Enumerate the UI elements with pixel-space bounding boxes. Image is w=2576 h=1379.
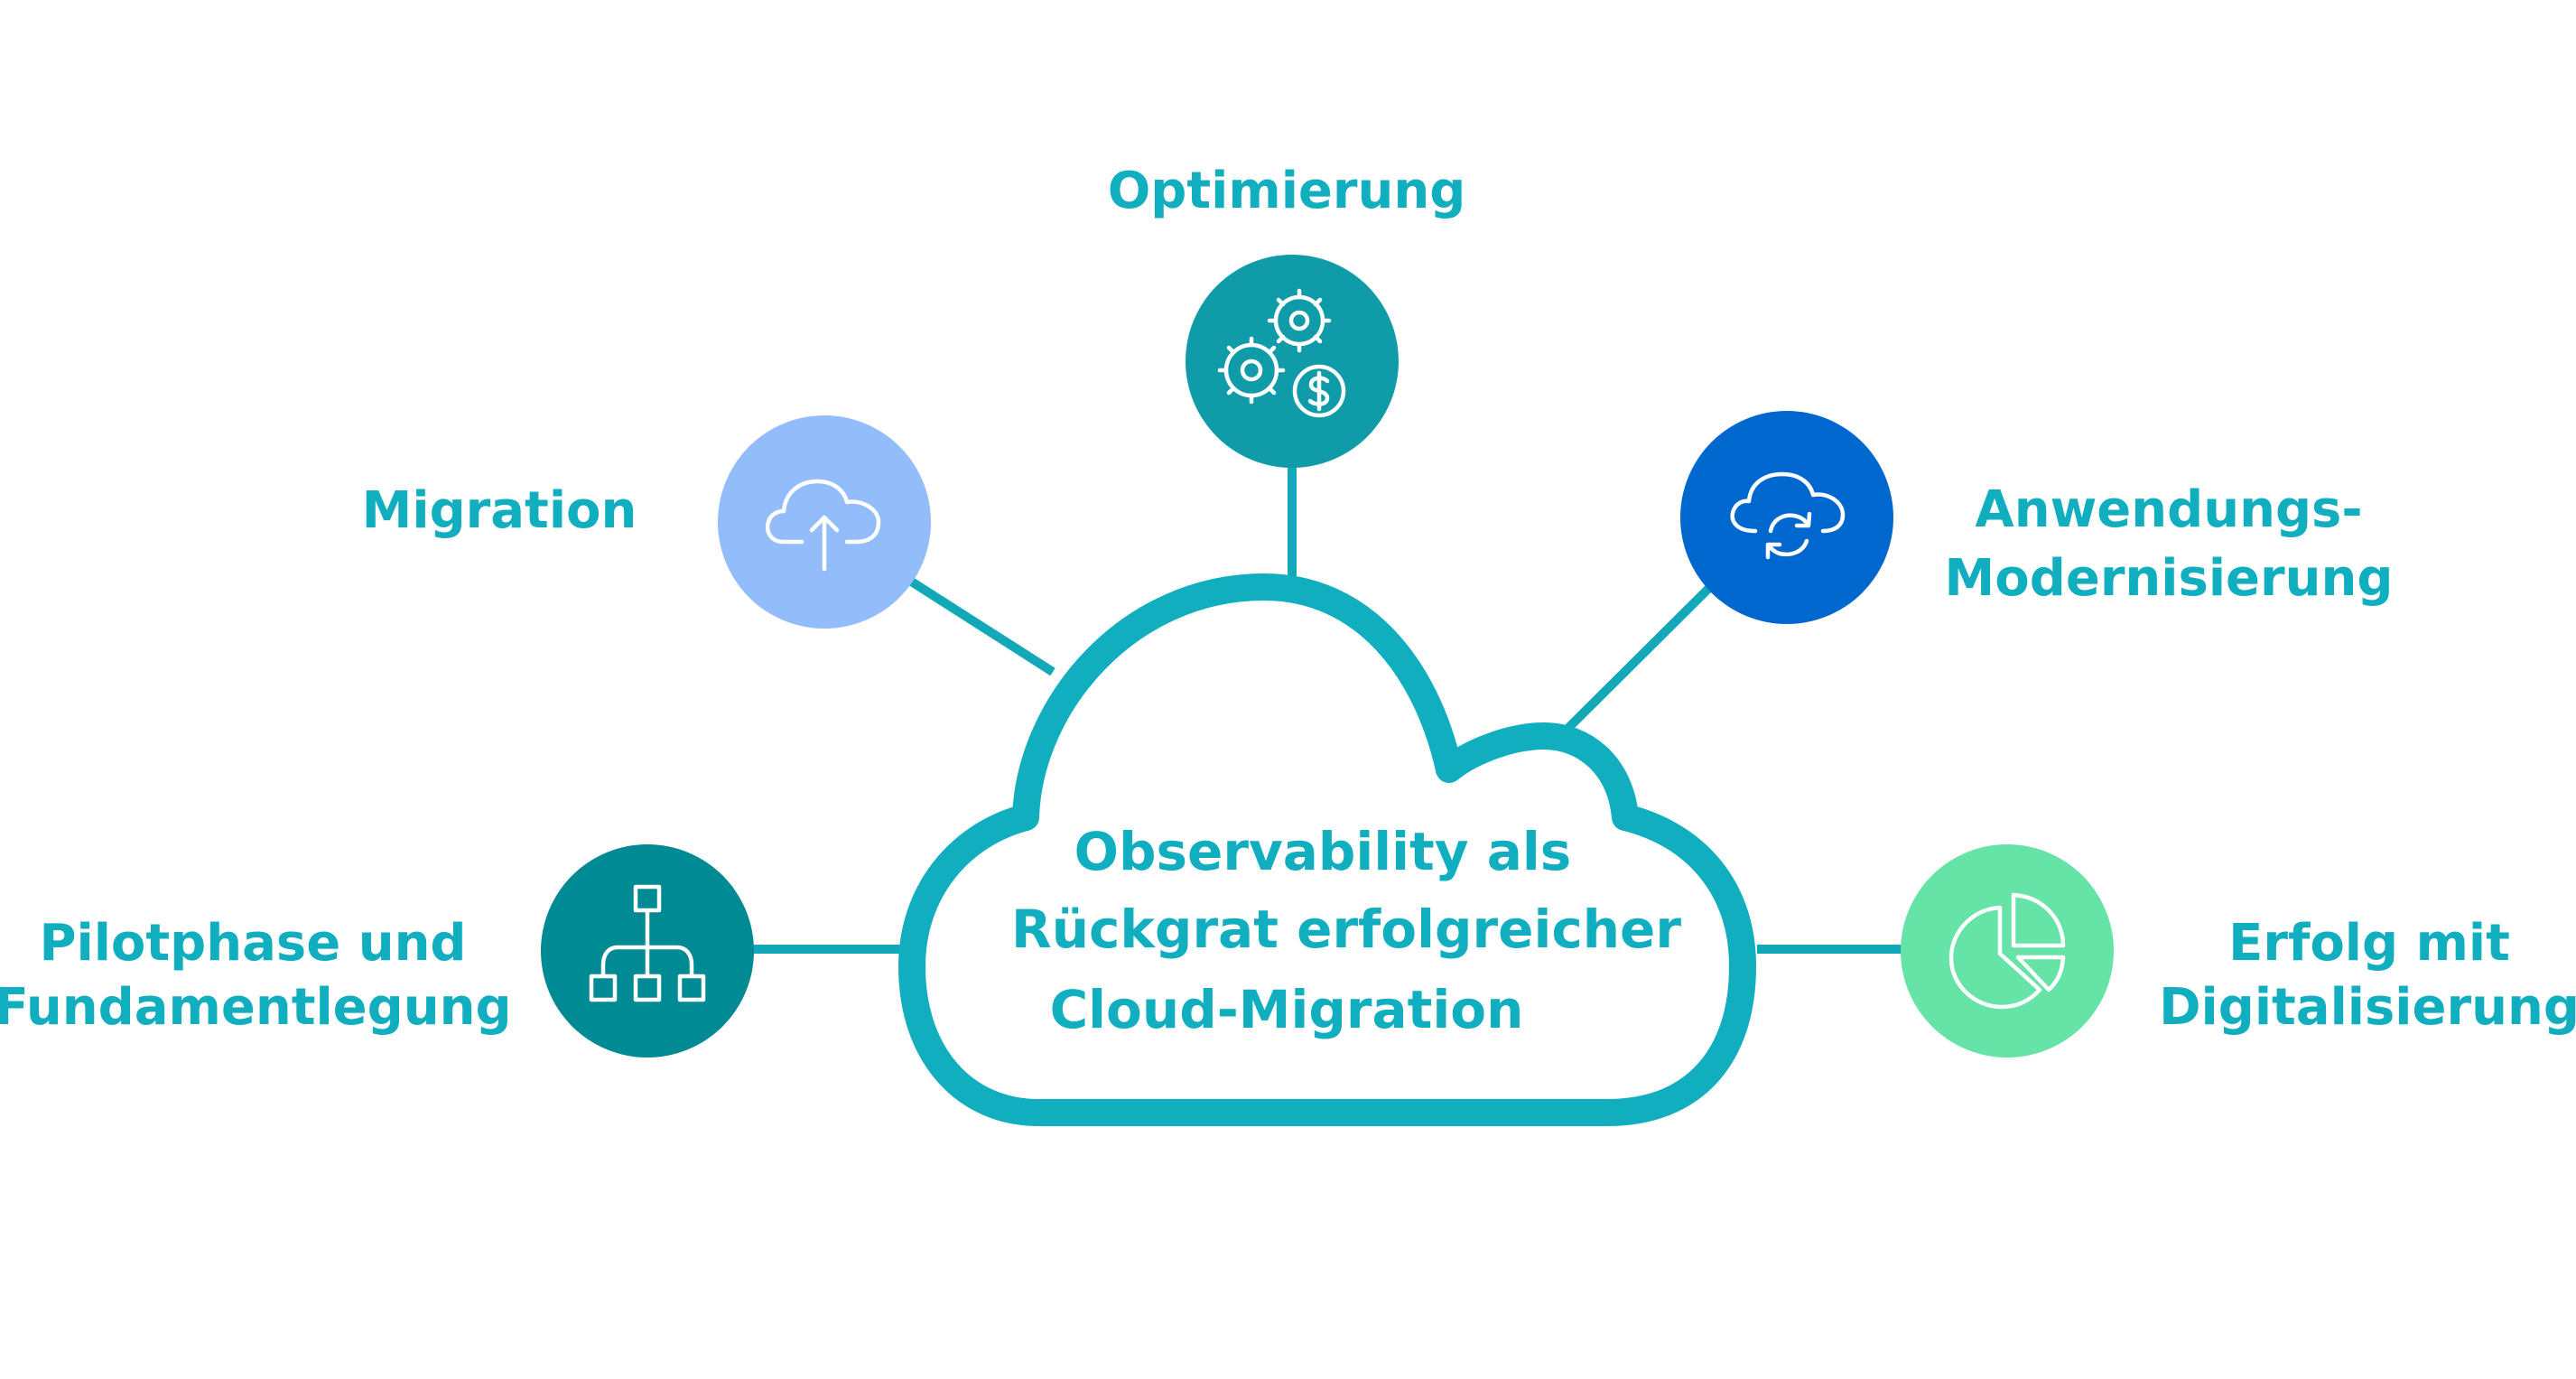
node-migration: Migration <box>362 415 931 629</box>
cloud-upload-icon <box>766 479 881 572</box>
pie-chart-icon <box>1948 892 2066 1010</box>
node-modernisierung: Anwendungs- Modernisierung <box>1680 411 2393 624</box>
optimierung-circle <box>1186 255 1399 468</box>
pilotphase-label-line2: Fundamentlegung <box>0 978 512 1037</box>
connector-migration <box>900 572 1056 676</box>
modernisierung-label-line1: Anwendungs- <box>1975 480 2362 539</box>
node-pilotphase: Pilotphase und Fundamentlegung <box>0 844 754 1058</box>
pilotphase-label-line1: Pilotphase und <box>39 914 466 973</box>
node-optimierung: Optimierung <box>1108 162 1466 468</box>
erfolg-label-line1: Erfolg mit <box>2228 914 2510 973</box>
modernisierung-label-line2: Modernisierung <box>1945 549 2394 608</box>
center-title-line2: Rückgrat erfolgreicher <box>1011 899 1681 960</box>
center-cloud-shape <box>898 573 1756 1126</box>
node-erfolg: Erfolg mit Digitalisierung <box>1901 844 2576 1058</box>
migration-label: Migration <box>362 481 637 540</box>
optimierung-label: Optimierung <box>1108 162 1466 220</box>
center-title-line1: Observability als <box>1074 821 1572 882</box>
erfolg-circle <box>1901 844 2114 1058</box>
erfolg-label-line2: Digitalisierung <box>2159 978 2576 1037</box>
gears-dollar-icon <box>1217 288 1346 418</box>
connector-modernisierung <box>1558 579 1718 738</box>
connectors <box>749 452 1903 954</box>
hierarchy-icon <box>589 884 706 1002</box>
center-title-line3: Cloud-Migration <box>1050 979 1524 1040</box>
cloud-sync-icon <box>1730 471 1846 560</box>
